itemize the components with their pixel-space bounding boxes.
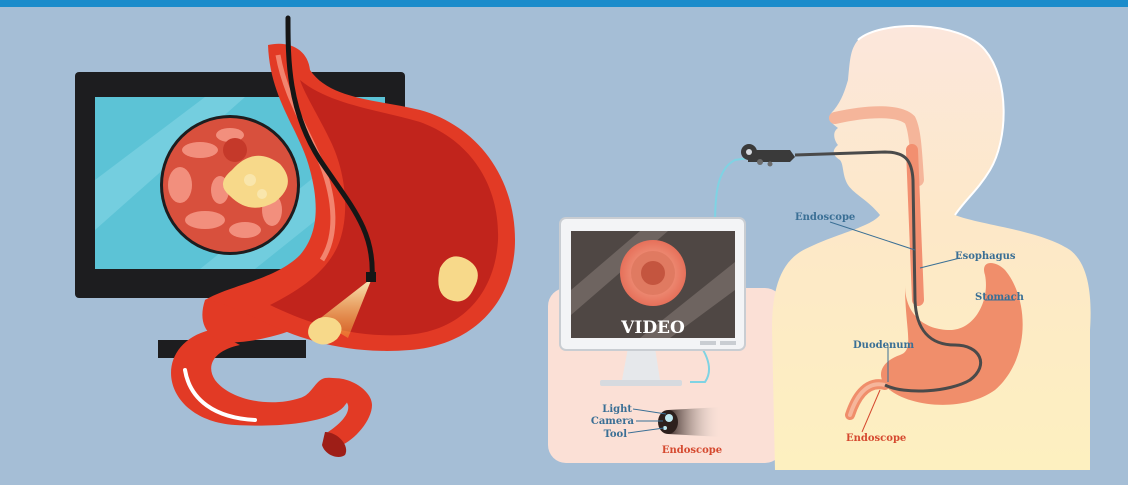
top-bar — [0, 0, 1128, 7]
endoscope-label-top: Endoscope — [795, 212, 855, 223]
light-label: Light — [602, 404, 632, 415]
endoscope-tip-label: Endoscope — [662, 445, 722, 456]
esophagus-label: Esophagus — [955, 251, 1016, 262]
stomach-label: Stomach — [975, 292, 1025, 303]
magnified-tissue-circle — [160, 115, 300, 255]
camera-label: Camera — [591, 416, 635, 427]
video-lens-view — [620, 240, 686, 306]
video-label: VIDEO — [620, 318, 685, 338]
endoscope-handle — [741, 144, 795, 167]
duodenum-label: Duodenum — [853, 340, 915, 351]
endoscope-label-bottom: Endoscope — [846, 433, 906, 444]
tool-label: Tool — [604, 429, 628, 440]
human-silhouette — [772, 26, 1091, 470]
